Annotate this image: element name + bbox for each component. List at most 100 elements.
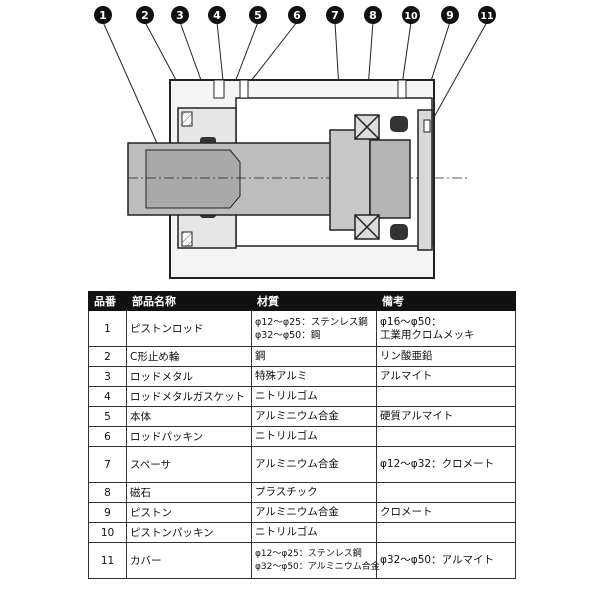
cell-note: φ16～φ50：工業用クロムメッキ	[376, 310, 516, 347]
callout-marker	[288, 6, 306, 24]
callout-markers	[94, 6, 496, 24]
callout-marker	[249, 6, 267, 24]
callout-4: 4	[213, 9, 221, 22]
callout-marker	[136, 6, 154, 24]
cylinder-cross-section-diagram: 1 2 3 4 5 6 7 8 10 9 11	[94, 6, 496, 279]
callout-2: 2	[141, 9, 149, 22]
callout-marker	[441, 6, 459, 24]
cell-note	[376, 386, 516, 407]
cell-part-name: ピストンロッド	[126, 310, 252, 347]
cell-part-name: 磁石	[126, 482, 252, 503]
cell-material: アルミニウム合金	[251, 446, 377, 483]
callout-marker	[171, 6, 189, 24]
cell-material: アルミニウム合金	[251, 502, 377, 523]
callout-6: 6	[293, 9, 301, 22]
cell-part-name: ロッドメタル	[126, 366, 252, 387]
cell-note-line: φ16～φ50：	[380, 315, 442, 328]
piston-packing	[390, 116, 408, 132]
callout-marker	[94, 6, 112, 24]
cell-part-no: 8	[88, 482, 127, 503]
cell-note	[376, 522, 516, 543]
cell-part-no: 11	[88, 542, 127, 579]
cell-material-line: アルミニウム合金	[255, 410, 339, 422]
header-part-name: 部品名称	[126, 291, 252, 311]
callout-5: 5	[254, 9, 262, 22]
cell-material-line: アルミニウム合金	[255, 458, 339, 470]
cell-part-name: C形止め輪	[126, 346, 252, 367]
piston	[369, 139, 411, 219]
cell-material-line: プラスチック	[255, 486, 318, 498]
cell-note-line: 工業用クロムメッキ	[380, 328, 475, 341]
cell-material-line: φ12～φ25：ステンレス鋼	[255, 316, 368, 328]
cell-part-no: 3	[88, 366, 127, 387]
callout-8: 8	[369, 9, 377, 22]
cell-note	[376, 482, 516, 503]
cell-note-line: φ32～φ50：アルマイト	[380, 554, 494, 566]
cell-material-line: アルミニウム合金	[255, 506, 339, 518]
cell-material: ニトリルゴム	[251, 522, 377, 543]
cell-part-name: ピストンパッキン	[126, 522, 252, 543]
spacer	[329, 129, 371, 231]
cell-part-no: 1	[88, 310, 127, 347]
callout-marker	[478, 6, 496, 24]
cell-note: クロメート	[376, 502, 516, 523]
cell-material: φ12～φ25：ステンレス鋼 φ32～φ50：アルミニウム合金	[251, 542, 380, 579]
cell-part-no: 9	[88, 502, 127, 523]
header-material: 材質	[251, 291, 377, 311]
cell-part-no: 5	[88, 406, 127, 427]
cell-material-line: ニトリルゴム	[255, 430, 318, 442]
callout-marker	[208, 6, 226, 24]
table-header-row: 品番 部品名称 材質 備考	[88, 291, 516, 311]
cell-material: プラスチック	[251, 482, 377, 503]
cell-part-no: 2	[88, 346, 127, 367]
magnet	[354, 114, 380, 240]
cell-material-line: φ12～φ25：ステンレス鋼	[255, 548, 362, 559]
cell-note-line: 硬質アルマイト	[380, 410, 454, 422]
cell-note-line: アルマイト	[380, 370, 433, 382]
callout-labels: 1 2 3 4 5 6 7 8 10 9 11	[99, 9, 493, 22]
cell-note-line: クロメート	[380, 506, 433, 518]
cell-note: φ12～φ32：クロメート	[376, 446, 516, 483]
cell-part-no: 4	[88, 386, 127, 407]
cell-note-line: リン酸亜鉛	[380, 350, 433, 362]
cover	[417, 109, 433, 251]
cell-part-no: 10	[88, 522, 127, 543]
cell-part-name: スペーサ	[126, 446, 252, 483]
cell-material: アルミニウム合金	[251, 406, 377, 427]
cell-note	[376, 426, 516, 447]
cell-material: ニトリルゴム	[251, 386, 377, 407]
header-part-no: 品番	[88, 291, 127, 311]
cell-note-line: φ12～φ32：クロメート	[380, 458, 495, 470]
header-note: 備考	[376, 291, 516, 311]
callout-11: 11	[480, 11, 493, 22]
callout-10: 10	[404, 11, 418, 22]
cell-material: 特殊アルミ	[251, 366, 377, 387]
callout-1: 1	[99, 9, 107, 22]
cell-material-line: φ32～φ50：鋼	[255, 329, 321, 341]
callout-marker	[364, 6, 382, 24]
cell-note: φ32～φ50：アルマイト	[376, 542, 516, 579]
cell-part-no: 7	[88, 446, 127, 483]
cell-material-line: ニトリルゴム	[255, 526, 318, 538]
cell-part-name: カバー	[126, 542, 252, 579]
cell-part-name: ロッドパッキン	[126, 426, 252, 447]
callout-marker	[326, 6, 344, 24]
cell-note: 硬質アルマイト	[376, 406, 516, 427]
cell-material-line: φ32～φ50：アルミニウム合金	[255, 561, 380, 572]
cell-part-name: 本体	[126, 406, 252, 427]
cell-material-line: ニトリルゴム	[255, 390, 318, 402]
cell-part-name: ロッドメタルガスケット	[126, 386, 252, 407]
callout-3: 3	[176, 9, 184, 22]
cell-material: 鋼	[251, 346, 377, 367]
